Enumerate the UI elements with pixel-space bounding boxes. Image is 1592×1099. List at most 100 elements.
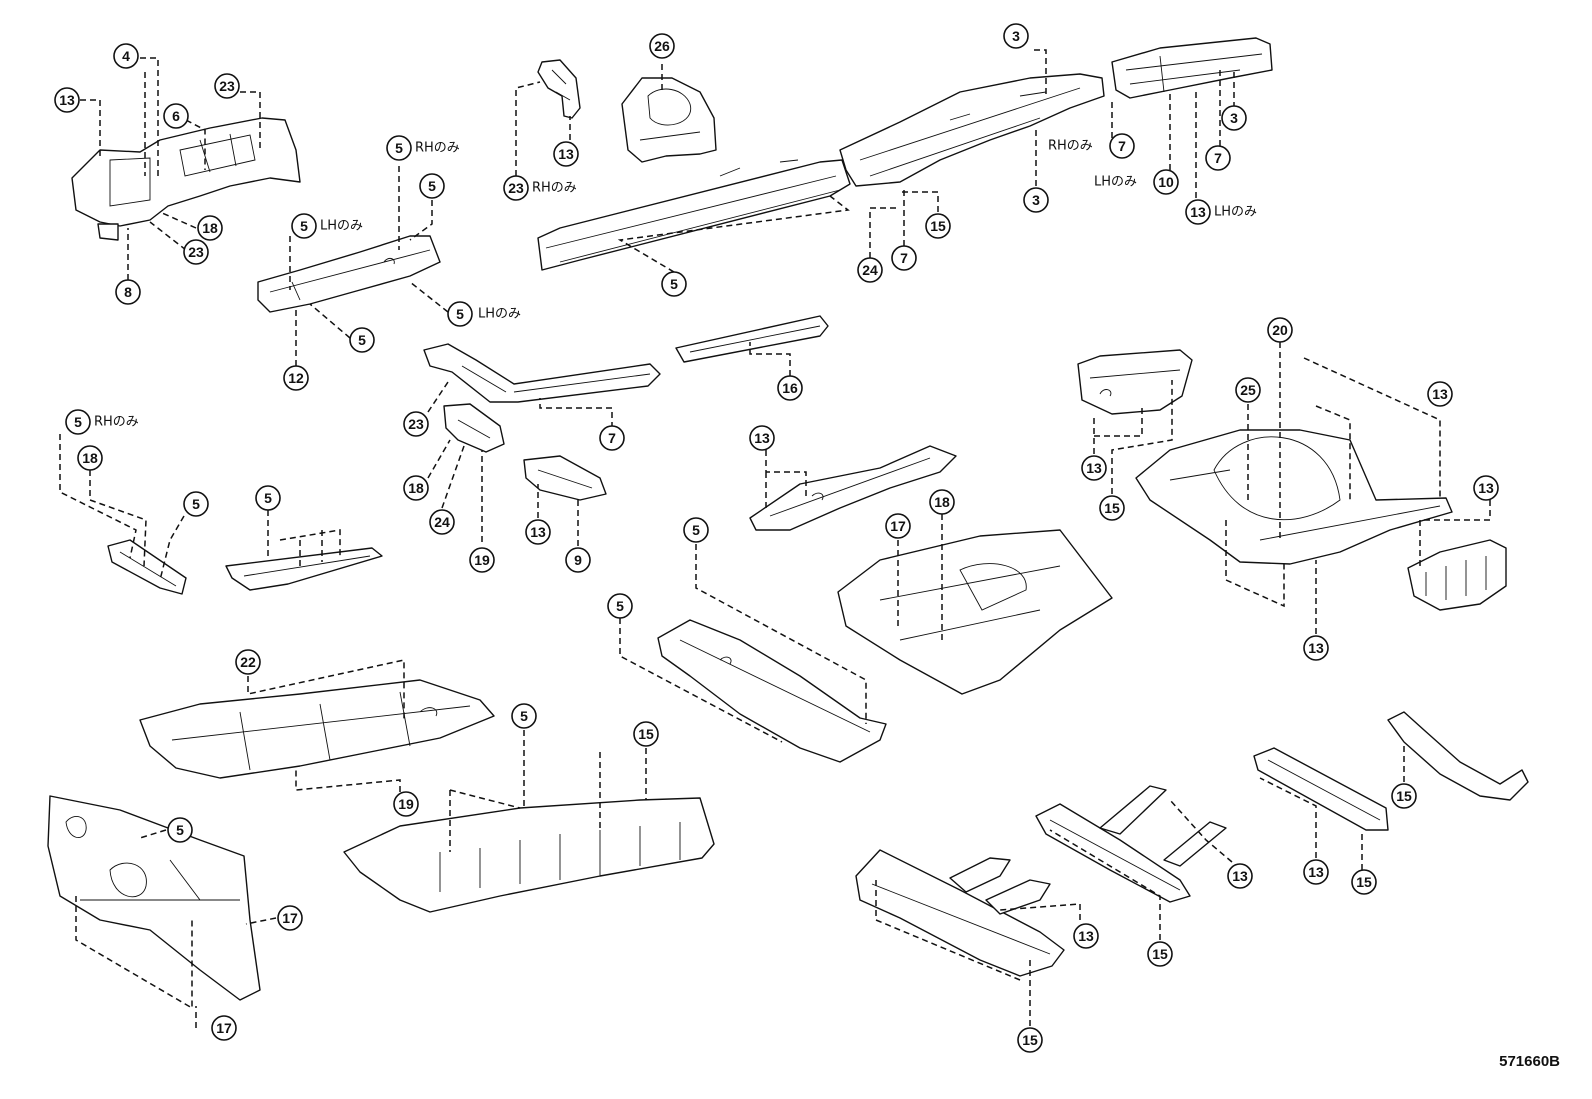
part-rear-arch xyxy=(1387,711,1529,801)
svg-text:5: 5 xyxy=(74,414,82,430)
callout-5: 5 xyxy=(511,703,537,729)
svg-text:7: 7 xyxy=(1118,138,1126,154)
svg-text:13: 13 xyxy=(1308,640,1324,656)
svg-text:15: 15 xyxy=(1356,874,1372,890)
part-bracket-18 xyxy=(443,403,505,453)
callout-13: 13 xyxy=(1081,455,1107,481)
part-floor-tunnel xyxy=(343,797,715,913)
part-side-member-long xyxy=(537,159,851,271)
part-front-floor-22 xyxy=(139,679,495,779)
callout-15: 15 xyxy=(1351,869,1377,895)
svg-text:5: 5 xyxy=(670,276,678,292)
svg-text:17: 17 xyxy=(890,518,906,534)
callout-13: 13 xyxy=(54,87,80,113)
svg-text:26: 26 xyxy=(654,38,670,54)
svg-text:15: 15 xyxy=(1104,500,1120,516)
part-rear-bar xyxy=(1253,747,1389,831)
part-bracket-pair-13 xyxy=(949,857,1051,915)
svg-text:24: 24 xyxy=(862,262,878,278)
callout-9: 9 xyxy=(565,547,591,573)
svg-text:23: 23 xyxy=(408,416,424,432)
callout-13: 13 xyxy=(1303,635,1329,661)
svg-text:5: 5 xyxy=(395,140,403,156)
svg-text:13: 13 xyxy=(1432,386,1448,402)
svg-text:5: 5 xyxy=(520,708,528,724)
svg-text:15: 15 xyxy=(1396,788,1412,804)
svg-text:18: 18 xyxy=(408,480,424,496)
part-bracket-9 xyxy=(523,455,607,501)
callout-13: 13 xyxy=(1073,923,1099,949)
svg-text:16: 16 xyxy=(782,380,798,396)
svg-text:22: 22 xyxy=(240,654,256,670)
part-rear-floor-pan xyxy=(1135,429,1453,565)
svg-text:13: 13 xyxy=(59,92,75,108)
svg-text:25: 25 xyxy=(1240,382,1256,398)
callout-5: 5 xyxy=(607,593,633,619)
callout-5: 5 xyxy=(661,271,687,297)
callout-20: 20 xyxy=(1267,317,1293,343)
callout-15: 15 xyxy=(1147,941,1173,967)
callout-15: 15 xyxy=(1099,495,1125,521)
callout-7-rh: RHのみ 7 xyxy=(1048,133,1135,159)
svg-text:6: 6 xyxy=(172,108,180,124)
part-rear-cross-member xyxy=(855,849,1065,977)
svg-text:15: 15 xyxy=(638,726,654,742)
svg-text:24: 24 xyxy=(434,514,450,530)
callout-19: 19 xyxy=(469,547,495,573)
callout-24: 24 xyxy=(857,257,883,283)
svg-text:13: 13 xyxy=(1478,480,1494,496)
part-cross-member-center xyxy=(1035,785,1227,903)
svg-text:13: 13 xyxy=(558,146,574,162)
callout-5: 5 xyxy=(349,327,375,353)
callout-7: 7 xyxy=(599,425,625,451)
callout-13: 13 xyxy=(553,141,579,167)
svg-text:18: 18 xyxy=(934,494,950,510)
part-shock-tower xyxy=(621,77,717,163)
svg-text:3: 3 xyxy=(1230,110,1238,126)
callout-26: 26 xyxy=(649,33,675,59)
svg-text:3: 3 xyxy=(1032,192,1040,208)
svg-text:LHのみ: LHのみ xyxy=(320,219,363,234)
callout-23: 23 xyxy=(214,73,240,99)
part-reinforcement-5 xyxy=(225,547,383,591)
diagram-code: 571660B xyxy=(1499,1053,1560,1070)
part-shapes xyxy=(47,37,1529,1001)
svg-text:15: 15 xyxy=(1152,946,1168,962)
svg-text:7: 7 xyxy=(1214,150,1222,166)
svg-text:19: 19 xyxy=(398,796,414,812)
callout-7: 7 xyxy=(891,245,917,271)
callout-7: 7 xyxy=(1205,145,1231,171)
callout-15: 15 xyxy=(1391,783,1417,809)
svg-text:3: 3 xyxy=(1012,28,1020,44)
svg-text:20: 20 xyxy=(1272,322,1288,338)
svg-text:13: 13 xyxy=(1086,460,1102,476)
callout-13: 13 xyxy=(1427,381,1453,407)
callout-23: 23 xyxy=(403,411,429,437)
part-small-bracket xyxy=(537,59,581,119)
svg-text:7: 7 xyxy=(900,250,908,266)
callout-18: 18 xyxy=(403,475,429,501)
svg-text:LHのみ: LHのみ xyxy=(478,307,521,322)
svg-text:RHのみ: RHのみ xyxy=(1048,139,1093,154)
svg-text:13: 13 xyxy=(1078,928,1094,944)
svg-text:5: 5 xyxy=(692,522,700,538)
callout-18: 18 xyxy=(929,489,955,515)
part-rear-panel-13 xyxy=(1407,539,1507,611)
callout-16: 16 xyxy=(777,375,803,401)
callout-5-lh: 5 LHのみ xyxy=(447,301,521,327)
callout-17: 17 xyxy=(211,1015,237,1041)
callout-13: 13 xyxy=(1227,863,1253,889)
part-dash-cross-member xyxy=(657,619,887,763)
svg-text:5: 5 xyxy=(456,306,464,322)
svg-text:8: 8 xyxy=(124,284,132,300)
callout-18: 18 xyxy=(77,445,103,471)
callout-5: 5 xyxy=(419,173,445,199)
callout-15: 15 xyxy=(633,721,659,747)
callout-22: 22 xyxy=(235,649,261,675)
callout-5: 5 xyxy=(255,485,281,511)
svg-text:RHのみ: RHのみ xyxy=(94,415,139,430)
